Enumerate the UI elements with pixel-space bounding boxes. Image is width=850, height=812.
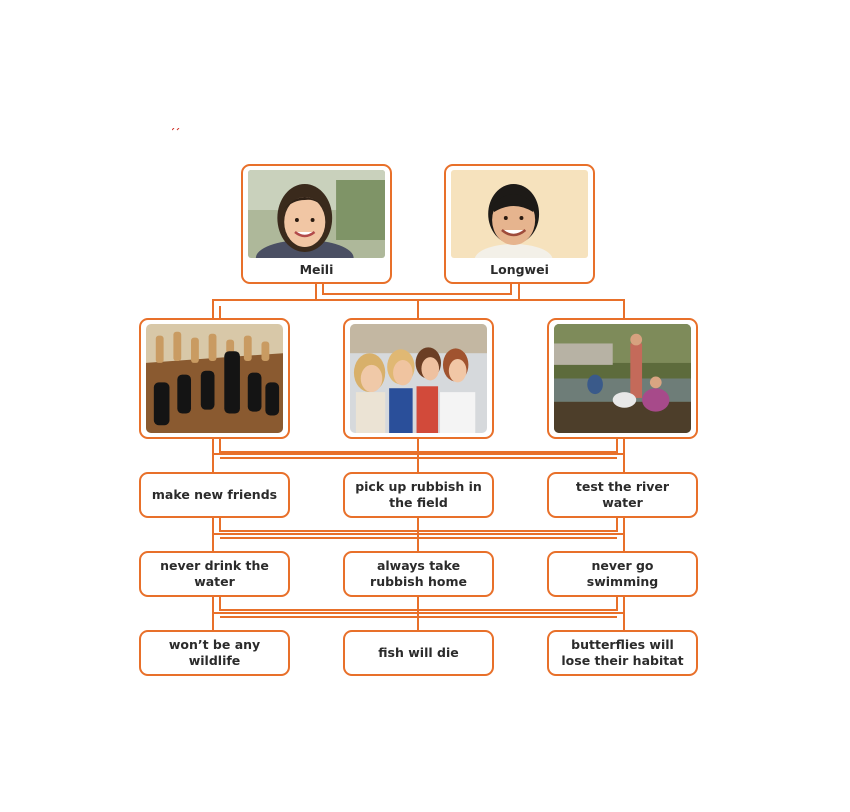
row1-box-middle: pick up rubbish in the field (343, 472, 494, 518)
box-text: test the river water (575, 479, 670, 510)
row3-box-middle: fish will die (343, 630, 494, 676)
river-image (554, 324, 691, 433)
photo-chess (139, 318, 290, 439)
person-name: Meili (299, 261, 334, 277)
box-text: butterflies will lose their habitat (561, 637, 684, 668)
photo-singing (343, 318, 494, 439)
row2-box-left: never drink the water (139, 551, 290, 597)
stray-mark (172, 128, 180, 131)
box-text: fish will die (378, 645, 459, 660)
singing-image (350, 324, 487, 433)
row3-box-left: won’t be any wildlife (139, 630, 290, 676)
photo-river (547, 318, 698, 439)
box-text: pick up rubbish in the field (355, 479, 482, 510)
person-card-longwei: Longwei (444, 164, 595, 284)
row3-box-right: butterflies will lose their habitat (547, 630, 698, 676)
row2-box-right: never go swimming (547, 551, 698, 597)
person-card-meili: Meili (241, 164, 392, 284)
row1-box-left: make new friends (139, 472, 290, 518)
row2-box-middle: always take rubbish home (343, 551, 494, 597)
box-text: won’t be any wildlife (168, 637, 261, 668)
meili-photo (248, 170, 385, 258)
row1-box-right: test the river water (547, 472, 698, 518)
box-text: make new friends (151, 487, 278, 502)
box-text: always take rubbish home (370, 558, 467, 589)
longwei-photo (451, 170, 588, 258)
box-text: never drink the water (160, 558, 269, 589)
box-text: never go swimming (586, 558, 659, 589)
person-name: Longwei (490, 261, 549, 277)
chess-image (146, 324, 283, 433)
